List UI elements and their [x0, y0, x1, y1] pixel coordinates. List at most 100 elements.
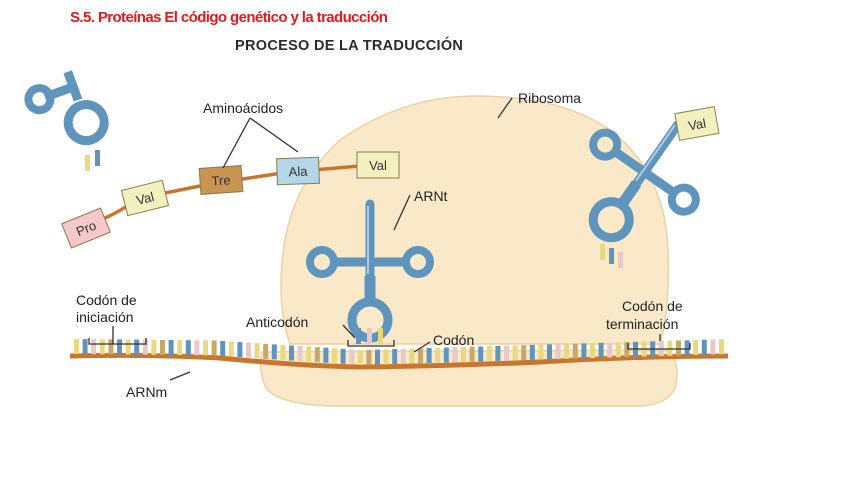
nucleotide	[504, 345, 509, 361]
nucleotide	[340, 348, 346, 364]
nucleotide	[676, 340, 681, 356]
nucleotide	[160, 339, 165, 355]
ribosome-small-subunit	[259, 349, 678, 407]
nucleotide	[400, 348, 406, 364]
amino-acid-label-1: Val	[135, 189, 156, 208]
nucleotide	[254, 343, 260, 359]
nucleotide	[624, 342, 630, 358]
nucleotide	[271, 344, 277, 360]
nucleotide	[185, 340, 191, 356]
nucleotide	[495, 345, 501, 361]
nucleotide	[357, 350, 363, 365]
mrna-strand	[69, 352, 729, 370]
nucleotide	[667, 340, 673, 356]
label-codon-term-1: Codón de	[622, 298, 683, 314]
nucleotide	[435, 347, 441, 363]
nucleotide	[452, 347, 458, 363]
nucleotide	[478, 346, 484, 362]
nucleotide	[280, 344, 286, 360]
nucleotide	[409, 348, 415, 364]
nucleotide	[418, 348, 423, 364]
nucleotide	[151, 339, 157, 355]
amino-acid-label-4: Val	[369, 158, 387, 173]
nucleotide	[82, 339, 88, 355]
label-arnm: ARNm	[126, 384, 168, 400]
nucleotide	[443, 347, 449, 363]
nucleotide	[289, 345, 294, 361]
nucleotide	[684, 340, 690, 356]
label-codon: Codón	[433, 332, 475, 348]
amino-acid-label-0: Pro	[74, 218, 98, 239]
nucleotide	[375, 349, 380, 365]
nucleotide	[693, 340, 699, 355]
label-anticodon: Anticodón	[246, 314, 309, 330]
nucleotide	[220, 341, 226, 356]
amino-acid-free-val: Val	[674, 106, 720, 141]
nucleotide	[177, 340, 183, 356]
nucleotide	[263, 343, 269, 359]
nucleotide	[572, 343, 578, 359]
nucleotide	[555, 344, 561, 360]
nucleotide	[246, 342, 251, 358]
nucleotide	[461, 347, 466, 362]
nucleotide	[297, 346, 303, 361]
trna-exiting	[24, 70, 109, 146]
nucleotide	[426, 348, 432, 363]
nucleotide	[710, 339, 716, 355]
nucleotide	[203, 340, 208, 356]
nucleotide	[194, 340, 200, 356]
nucleotide	[392, 349, 398, 364]
amino-acid-val-1: Val	[120, 179, 170, 217]
label-codon-inicio-1: Codón de	[76, 292, 137, 308]
nucleotide	[529, 344, 535, 360]
slide-title: S.5. Proteínas El código genético y la t…	[70, 9, 388, 26]
nucleotide	[701, 339, 707, 355]
nucleotide	[108, 339, 114, 355]
nucleotide	[581, 343, 587, 359]
nucleotide	[91, 339, 97, 355]
nucleotide	[547, 344, 552, 360]
nucleotide	[615, 342, 621, 358]
amino-acid-val-4: Val	[356, 151, 400, 179]
nucleotide	[719, 339, 724, 355]
nucleotide	[74, 339, 79, 354]
nucleotide	[134, 339, 140, 355]
amino-acid-ala-3: Ala	[276, 156, 320, 186]
label-aminoacidos: Aminoácidos	[203, 100, 284, 116]
nucleotide	[469, 346, 475, 362]
nucleotide	[521, 345, 527, 361]
nucleotide	[237, 342, 243, 358]
nucleotide	[99, 339, 105, 355]
nucleotide	[142, 339, 148, 355]
nucleotide	[607, 342, 613, 358]
nucleotide	[598, 342, 604, 358]
nucleotide	[590, 343, 595, 359]
nucleotide	[332, 348, 337, 364]
label-arnt: ARNt	[414, 188, 448, 204]
amino-acid-free-val-label: Val	[687, 116, 707, 134]
nucleotide	[306, 346, 312, 362]
nucleotide	[228, 341, 234, 357]
diagram-title: PROCESO DE LA TRADUCCIÓN	[235, 38, 464, 54]
nucleotide	[117, 339, 122, 355]
nucleotide	[323, 347, 329, 363]
nucleotide	[512, 345, 518, 361]
nucleotide	[486, 346, 492, 362]
nucleotide	[538, 344, 544, 360]
label-codon-term-2: terminación	[606, 316, 679, 332]
amino-acid-label-2: Tre	[211, 172, 231, 188]
amino-acid-pro-0: Pro	[61, 207, 111, 249]
nucleotide	[314, 347, 320, 363]
amino-acid-label-3: Ala	[288, 164, 308, 180]
nucleotide	[125, 339, 131, 355]
nucleotide	[168, 340, 174, 355]
label-ribosoma: Ribosoma	[518, 90, 582, 106]
nucleotide	[211, 340, 217, 356]
amino-acid-tre-2: Tre	[198, 165, 244, 195]
label-codon-inicio-2: iniciación	[76, 309, 134, 325]
nucleotide	[383, 349, 389, 365]
mrna-nucleotides	[74, 339, 724, 365]
nucleotide	[564, 343, 570, 359]
